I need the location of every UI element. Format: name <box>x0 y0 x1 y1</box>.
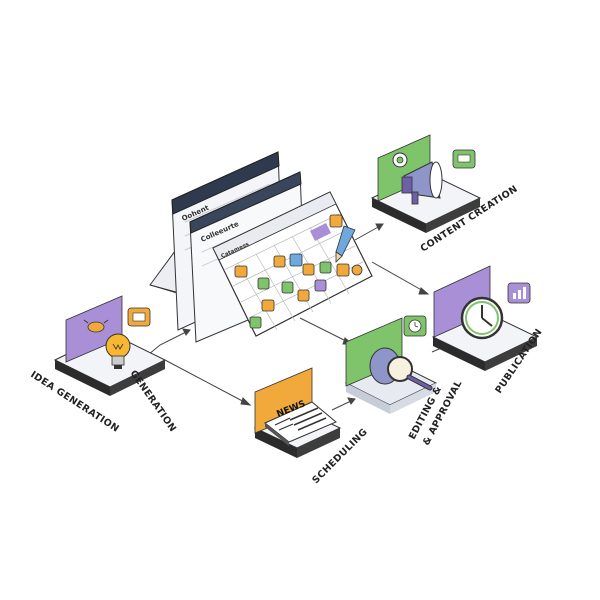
publication-stage: PUBLICATION <box>431 265 545 396</box>
event-chip-icon <box>289 253 303 267</box>
editing-approval-stage: EDITING & & APPROVAL <box>344 315 465 447</box>
event-chip-icon <box>297 289 310 302</box>
event-chip-icon <box>329 214 343 228</box>
event-chip-icon <box>261 299 275 312</box>
arrow-head <box>240 397 252 406</box>
arrow-head <box>347 397 356 405</box>
arrow-idea-to-scheduling <box>164 359 251 406</box>
calendar-highlight-cell <box>310 223 331 241</box>
idea-generation-stage: IDEA GENERATION GENERATION <box>28 295 179 435</box>
megaphone-icon <box>401 161 443 205</box>
clock-bubble-icon <box>403 315 427 337</box>
clock-icon <box>460 296 504 340</box>
magnifier-icon <box>387 356 433 391</box>
content-calendar: Oohent Colleeurte Catamess <box>149 151 373 343</box>
event-chip-icon <box>319 261 332 274</box>
calendar-sheet-front: Catamess <box>212 191 373 337</box>
arrow-head <box>182 328 191 336</box>
bar-chart-bubble-icon <box>507 282 531 304</box>
event-chip-icon <box>273 255 286 268</box>
arrow-calendar-to-publication <box>371 261 426 293</box>
pencil-icon <box>335 225 356 263</box>
event-chip-icon <box>257 277 270 290</box>
event-chip-icon <box>336 263 350 277</box>
event-chip-icon <box>249 316 262 329</box>
event-chip-icon <box>351 264 363 276</box>
light-bulb-icon <box>105 333 131 369</box>
calendar-event-icons <box>234 214 363 329</box>
content-creation-stage: CONTENT CREATION <box>370 134 520 255</box>
event-chip-icon <box>281 281 294 294</box>
generation-label: GENERATION <box>128 368 179 434</box>
newspaper-icon: NEWS <box>264 399 337 446</box>
arrow-idea-to-calendar <box>147 329 191 356</box>
arrow-calendar-to-content <box>354 225 381 241</box>
chat-bubble-icon <box>452 149 476 169</box>
bug-icon <box>83 319 109 333</box>
arrow-head <box>375 223 384 231</box>
chat-bubble-icon <box>127 307 151 327</box>
arrow-calendar-to-editing <box>299 317 351 344</box>
event-chip-icon <box>314 279 327 292</box>
event-chip-icon <box>234 265 248 278</box>
event-chip-icon <box>302 263 315 276</box>
arrow-head <box>418 287 430 295</box>
gear-icon <box>392 152 408 168</box>
